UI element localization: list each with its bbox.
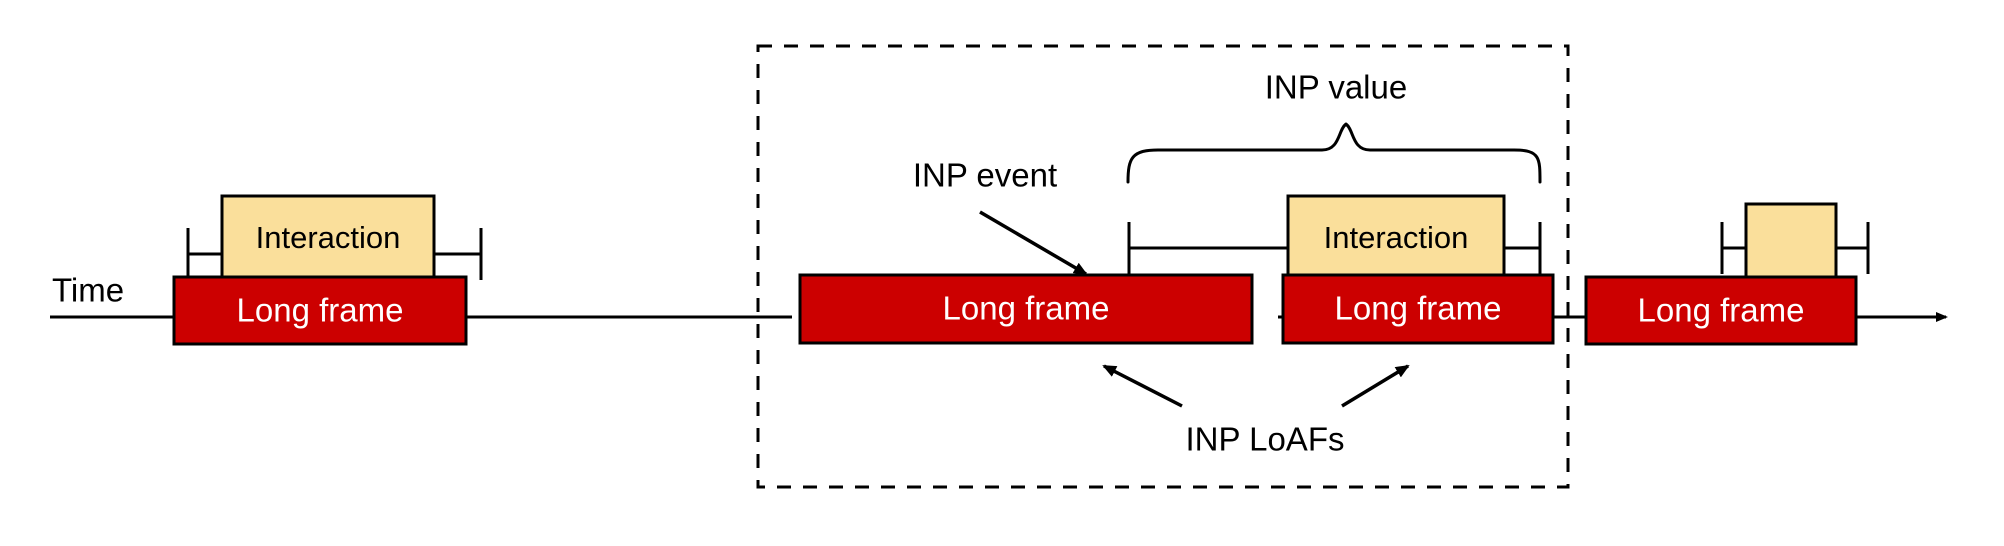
inp-loafs-label: INP LoAFs [1186,421,1345,458]
left-long-frame-box [172,275,468,346]
middle-long-frame-box-2 [1281,273,1555,345]
inp-value-brace [1126,122,1542,184]
inp-value-label: INP value [1265,69,1407,106]
right-interaction-box [1744,202,1838,280]
time-axis-label: Time [52,272,124,309]
middle-long-frame-label-2: Long frame [1335,290,1502,327]
middle-long-frame-label-1: Long frame [943,290,1110,327]
right-long-frame-box [1584,275,1858,346]
left-interaction-label: Interaction [256,220,401,255]
left-interaction-box [220,194,436,280]
middle-interaction-label: Interaction [1324,220,1469,255]
inp-event-arrow [979,210,1088,276]
inp-loafs-arrow-right [1341,364,1410,408]
left-long-frame-label: Long frame [237,292,404,329]
middle-long-frame-box-1 [798,273,1254,345]
inp-event-label: INP event [913,157,1057,194]
right-long-frame-label: Long frame [1638,292,1805,329]
inp-loafs-arrow-left [1102,364,1183,408]
